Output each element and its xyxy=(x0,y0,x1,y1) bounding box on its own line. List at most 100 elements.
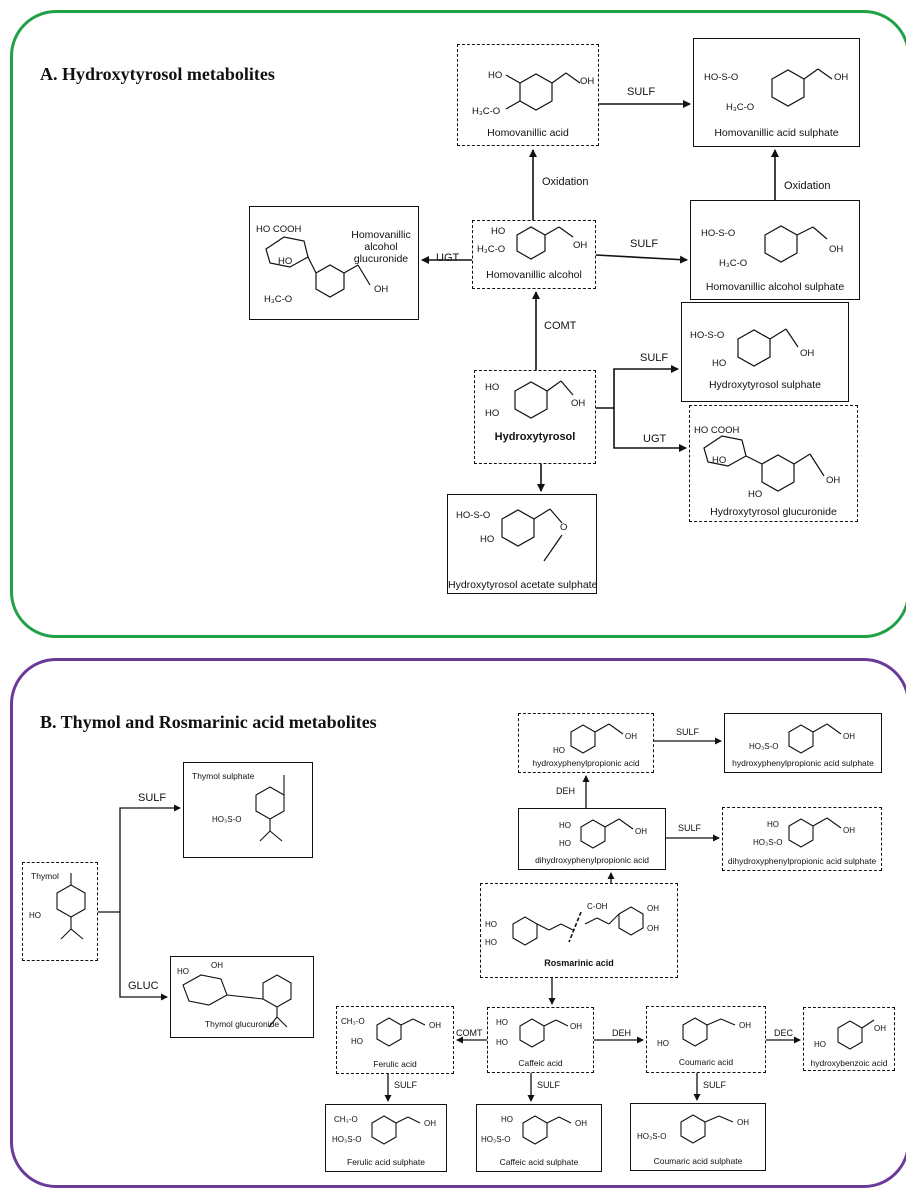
atom-label: HO xyxy=(712,358,727,369)
edge-label-oxidation-1: Oxidation xyxy=(542,176,589,188)
atom-label: HO xyxy=(278,256,293,267)
atom-label: OH xyxy=(570,1022,582,1031)
rosmarinic-acid-structure xyxy=(512,906,644,946)
atom-label: HO xyxy=(485,938,497,947)
label-dihydroxyphenylpropionic-acid: dihydroxyphenylpropionic acid xyxy=(535,855,649,865)
node-hydroxytyrosol-glucuronide: HO COOH HO HO OH Hydroxytyrosol glucuron… xyxy=(689,405,858,522)
homovanillic-alcohol-glucuronide-structure xyxy=(265,236,371,298)
node-caffeic-acid-sulphate: HO HO₃S-O OH Caffeic acid sulphate xyxy=(476,1104,602,1172)
edge-label-ugt-2: UGT xyxy=(643,433,667,445)
node-thymol-glucuronide: HO OH Thymol glucuronide xyxy=(170,956,314,1038)
hydroxybenzoic-acid-structure xyxy=(837,1019,875,1050)
node-thymol: Thymol HO xyxy=(22,862,98,961)
atom-label: HO xyxy=(496,1018,508,1027)
edge-label-sulf-hpp: SULF xyxy=(676,727,700,737)
atom-label: OH xyxy=(647,904,659,913)
atom-label: HO xyxy=(485,920,497,929)
panel-b-frame xyxy=(10,658,906,1188)
dihydroxyphenylpropionic-acid-structure xyxy=(580,818,634,849)
label-caffeic-acid: Caffeic acid xyxy=(518,1058,563,1068)
atom-label: H₃C-O xyxy=(726,102,755,113)
atom-label: OH xyxy=(800,348,815,359)
edge-label-deh-2: DEH xyxy=(612,1028,632,1038)
atom-label: OH xyxy=(829,244,844,255)
atom-label: OH xyxy=(635,827,647,836)
label-coumaric-acid: Coumaric acid xyxy=(678,1057,734,1067)
node-hydroxytyrosol: HO HO OH Hydroxytyrosol xyxy=(474,370,596,464)
atom-label: OH xyxy=(424,1119,436,1128)
atom-label: HO xyxy=(712,455,727,466)
label-hydroxybenzoic-acid: hydroxybenzoic acid xyxy=(810,1058,888,1068)
atom-label: HO xyxy=(814,1040,826,1049)
hydroxytyrosol-sulphate-structure xyxy=(737,328,799,367)
node-ferulic-acid-sulphate: CH₃-O HO₃S-O OH Ferulic acid sulphate xyxy=(325,1104,447,1172)
atom-label: HO xyxy=(767,820,779,829)
atom-label: H₃C-O xyxy=(477,244,506,255)
atom-label: HO xyxy=(351,1037,363,1046)
atom-label: OH xyxy=(834,72,849,83)
edge-label-sulf-dhpp: SULF xyxy=(678,823,702,833)
node-ferulic-acid: CH₃-O HO OH Ferulic acid xyxy=(336,1006,454,1074)
node-coumaric-acid: HO OH Coumaric acid xyxy=(646,1006,766,1073)
node-homovanillic-alcohol-sulphate: HO-S-O H₃C-O OH Homovanillic alcohol sul… xyxy=(690,200,860,300)
label-hydroxytyrosol-acetate-sulphate: Hydroxytyrosol acetate sulphate xyxy=(448,579,598,591)
atom-label: HO COOH xyxy=(256,224,302,235)
atom-label: HO xyxy=(485,382,500,393)
atom-label: OH xyxy=(573,240,588,251)
atom-label: HO₃S-O xyxy=(212,815,242,824)
dihydroxyphenylpropionic-acid-sulphate-structure xyxy=(788,817,842,848)
caffeic-acid-sulphate-structure xyxy=(522,1115,572,1145)
atom-label: HO-S-O xyxy=(704,72,739,83)
atom-label: OH xyxy=(826,475,841,486)
edge-label-sulf-coumaric: SULF xyxy=(703,1080,727,1090)
edge-label-gluc-thymol: GLUC xyxy=(128,980,159,992)
node-dihydroxyphenylpropionic-acid: HO HO OH dihydroxyphenylpropionic acid xyxy=(518,808,666,870)
hydroxytyrosol-acetate-sulphate-structure xyxy=(501,508,563,562)
panel-a-title: A. Hydroxytyrosol metabolites xyxy=(40,64,275,84)
thymol-structure xyxy=(56,873,86,940)
node-homovanillic-alcohol: HO H₃C-O OH Homovanillic alcohol xyxy=(472,220,596,289)
label-hydroxytyrosol-sulphate: Hydroxytyrosol sulphate xyxy=(708,379,822,391)
label-coumaric-acid-sulphate: Coumaric acid sulphate xyxy=(653,1156,743,1166)
ferulic-acid-sulphate-structure xyxy=(371,1115,421,1145)
atom-label: HO xyxy=(748,489,763,500)
label-ferulic-acid-sulphate: Ferulic acid sulphate xyxy=(347,1157,425,1167)
atom-label: HO₃S-O xyxy=(637,1132,667,1141)
ferulic-acid-structure xyxy=(376,1017,426,1047)
node-thymol-sulphate: Thymol sulphate HO₃S-O xyxy=(183,762,313,858)
edge-label-comt: COMT xyxy=(456,1028,483,1038)
atom-label: HO xyxy=(657,1039,669,1048)
label-hydroxytyrosol: Hydroxytyrosol xyxy=(494,431,576,443)
atom-label: OH xyxy=(211,961,223,970)
node-caffeic-acid: HO HO OH Caffeic acid xyxy=(487,1007,594,1073)
edge-label-sulf-1: SULF xyxy=(627,86,656,98)
atom-label: OH xyxy=(571,398,586,409)
atom-label: HO-S-O xyxy=(701,228,736,239)
homovanillic-acid-structure xyxy=(505,72,581,111)
edge-label-oxidation-2: Oxidation xyxy=(784,180,831,192)
atom-label: HO xyxy=(553,746,565,755)
label-rosmarinic-acid: Rosmarinic acid xyxy=(544,958,614,968)
label-dihydroxyphenylpropionic-acid-sulphate: dihydroxyphenylpropionic acid sulphate xyxy=(727,856,877,866)
label-homovanillic-acid: Homovanillic acid xyxy=(487,127,569,139)
label-homovanillic-alcohol: Homovanillic alcohol xyxy=(486,269,582,281)
coumaric-acid-structure xyxy=(682,1017,736,1047)
caffeic-acid-structure xyxy=(519,1018,569,1048)
edge-label-deh-1: DEH xyxy=(556,786,576,796)
atom-label: OH xyxy=(625,732,637,741)
node-homovanillic-acid: HO H₃C-O OH Homovanillic acid xyxy=(457,44,599,146)
atom-label: C-OH xyxy=(587,902,608,911)
atom-label: H₃C-O xyxy=(472,106,501,117)
edge-label-sulf-2: SULF xyxy=(630,238,659,250)
atom-label: HO₃S-O xyxy=(481,1135,511,1144)
atom-label: HO xyxy=(501,1115,513,1124)
atom-label: HO xyxy=(491,226,506,237)
atom-label: HO xyxy=(559,821,571,830)
atom-label: HO xyxy=(485,408,500,419)
node-hydroxyphenylpropionic-acid-sulphate: HO₃S-O OH hydroxyphenylpropionic acid su… xyxy=(724,713,882,773)
atom-label: HO xyxy=(480,534,495,545)
atom-label: HO xyxy=(559,839,571,848)
atom-label: HO COOH xyxy=(694,425,740,436)
node-homovanillic-alcohol-glucuronide: HO COOH HO H₃C-O OH Homovanillic alcohol… xyxy=(249,206,419,320)
atom-label: HO₃S-O xyxy=(749,742,779,751)
